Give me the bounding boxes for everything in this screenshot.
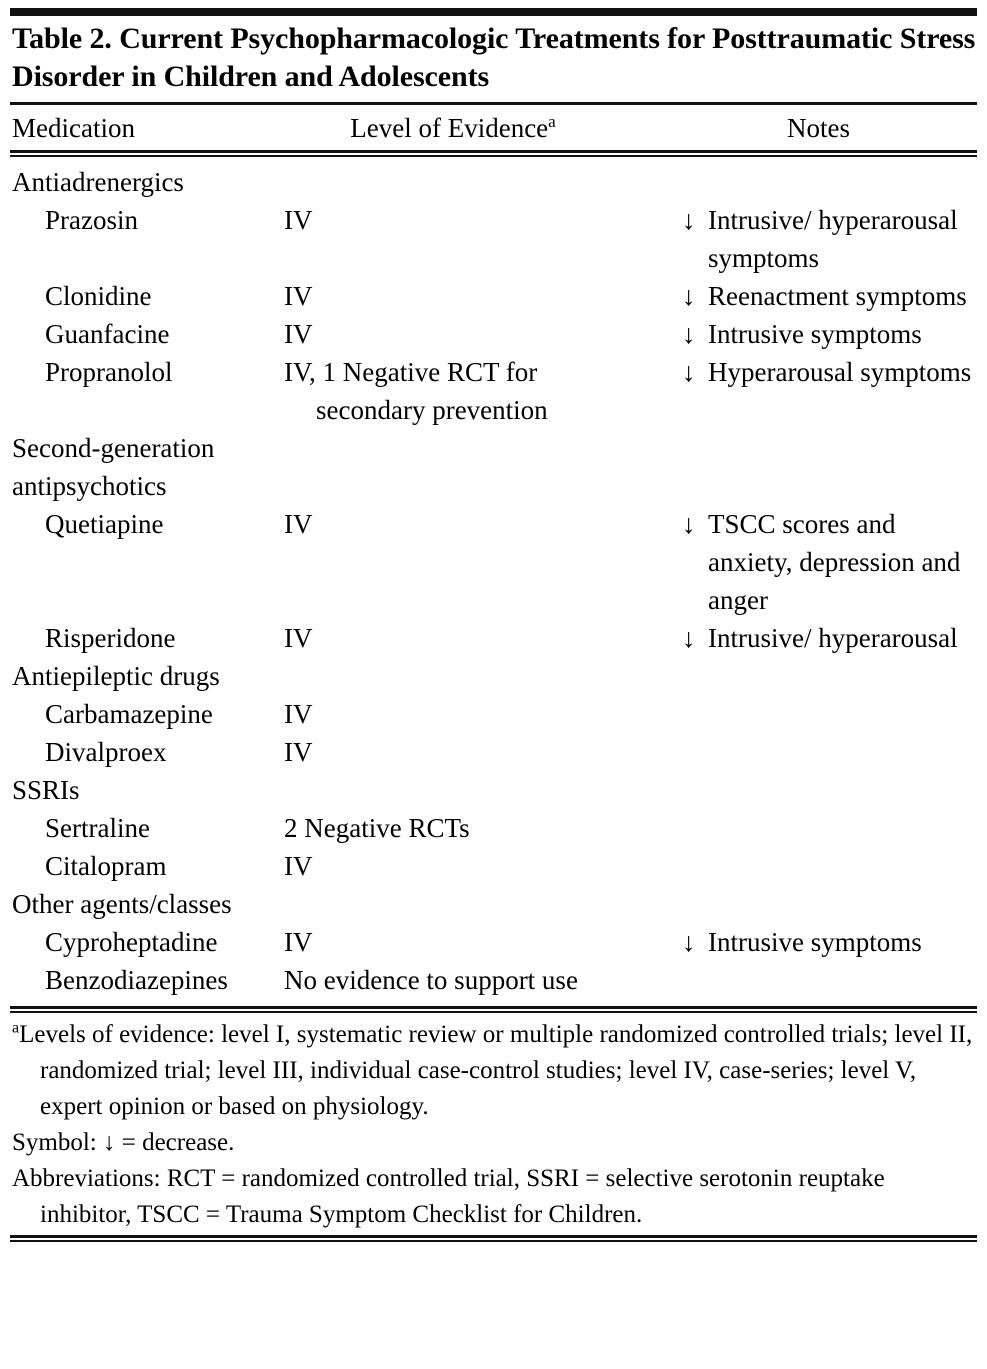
medication-name: Divalproex (45, 737, 167, 768)
note-text: Intrusive symptoms (708, 319, 922, 350)
evidence-level: IV (284, 699, 313, 730)
footnote-marker-a: a (12, 1019, 20, 1037)
drug-class-name: Second-generation antipsychotics (12, 433, 215, 502)
table-title: Table 2. Current Psychopharmacologic Tre… (12, 22, 976, 94)
note-cell: ↓ Intrusive/ hyperarousal symptoms (682, 201, 977, 277)
table-row: Divalproex IV (10, 733, 977, 771)
table-row: Risperidone IV ↓ Intrusive/ hyperarousal (10, 619, 977, 657)
medication-name: Clonidine (45, 281, 152, 312)
evidence-level: IV (284, 623, 313, 654)
drug-class-name: Antiepileptic drugs (12, 661, 220, 692)
medication-name: Quetiapine (45, 509, 164, 540)
table-footnotes: aLevels of evidence: level I, systematic… (10, 1013, 977, 1235)
table-row: Carbamazepine IV (10, 695, 977, 733)
table-row-class-header: Other agents/classes (10, 885, 977, 923)
column-header-notes: Notes (787, 112, 850, 143)
note-cell: ↓ Hyperarousal symptoms (682, 353, 977, 391)
evidence-level: IV (284, 319, 313, 350)
decrease-arrow-icon: ↓ (682, 623, 696, 654)
note-cell: ↓ Intrusive symptoms (682, 315, 977, 353)
evidence-level: IV (284, 737, 313, 768)
medication-name: Risperidone (45, 623, 176, 654)
medication-name: Prazosin (45, 205, 138, 236)
table-bottom-rule (10, 1235, 977, 1243)
table-row: Sertraline 2 Negative RCTs (10, 809, 977, 847)
table-row: Clonidine IV ↓ Reenactment symptoms (10, 277, 977, 315)
medication-name: Cyproheptadine (45, 927, 218, 958)
table-row-class-header: SSRIs (10, 771, 977, 809)
footnote-abbreviations: Abbreviations: RCT = randomized controll… (12, 1165, 885, 1229)
medication-name: Citalopram (45, 851, 167, 882)
column-header-evidence: Level of Evidencea (282, 110, 682, 146)
medication-name: Benzodiazepines (45, 965, 228, 996)
table-row: Benzodiazepines No evidence to support us… (10, 961, 977, 999)
drug-class-name: SSRIs (12, 775, 80, 806)
medication-name: Sertraline (45, 813, 150, 844)
note-cell: ↓ Intrusive symptoms (682, 923, 977, 961)
column-header-evidence-label: Level of Evidence (350, 112, 549, 143)
note-text: Intrusive/ hyperarousal symptoms (708, 205, 958, 274)
decrease-arrow-icon: ↓ (682, 319, 696, 350)
table-figure: Table 2. Current Psychopharmacologic Tre… (0, 8, 987, 1243)
header-bottom-rule (10, 150, 977, 158)
footnote-levels-of-evidence: aLevels of evidence: level I, systematic… (12, 1017, 977, 1125)
table-row: Prazosin IV ↓ Intrusive/ hyperarousal sympt… (10, 201, 977, 277)
decrease-arrow-icon: ↓ (682, 205, 696, 236)
note-text: TSCC scores and anxiety, depression and … (708, 509, 961, 616)
note-cell: ↓ TSCC scores and anxiety, depression and… (682, 505, 977, 619)
column-header-medication: Medication (12, 112, 135, 143)
evidence-level: IV (284, 509, 313, 540)
note-text: Reenactment symptoms (708, 281, 967, 312)
note-text: Intrusive/ hyperarousal (708, 623, 958, 654)
table-row-class-header: Antiepileptic drugs (10, 657, 977, 695)
drug-class-name: Other agents/classes (12, 889, 232, 920)
footnote-symbol: Symbol: ↓ = decrease. (12, 1129, 235, 1157)
decrease-arrow-icon: ↓ (682, 357, 696, 388)
evidence-level: No evidence to support use (284, 965, 578, 996)
footnote-levels-text: Levels of evidence: level I, systematic … (19, 1021, 973, 1121)
evidence-level: IV (284, 927, 313, 958)
evidence-level-continuation: secondary prevention (316, 395, 548, 426)
note-text: Intrusive symptoms (708, 927, 922, 958)
note-cell: ↓ Intrusive/ hyperarousal (682, 619, 977, 657)
table-row-class-header: Antiadrenergics (10, 163, 977, 201)
column-header-evidence-footnote-marker: a (548, 111, 556, 131)
evidence-level: IV (284, 851, 313, 882)
table-header-row: Medication Level of Evidencea Notes (10, 105, 977, 150)
note-text: Hyperarousal symptoms (708, 357, 972, 388)
decrease-arrow-icon: ↓ (682, 281, 696, 312)
table-row: Citalopram IV (10, 847, 977, 885)
decrease-arrow-icon: ↓ (682, 509, 696, 540)
evidence-level: IV (284, 281, 313, 312)
decrease-arrow-icon: ↓ (682, 927, 696, 958)
table-row-class-header: Second-generation antipsychotics (10, 429, 977, 505)
medication-name: Guanfacine (45, 319, 170, 350)
table-row: Quetiapine IV ↓ TSCC scores and anxiety, de… (10, 505, 977, 619)
medication-name: Propranolol (45, 357, 173, 388)
body-bottom-rule (10, 1006, 977, 1014)
note-cell: ↓ Reenactment symptoms (682, 277, 977, 315)
evidence-level: 2 Negative RCTs (284, 813, 470, 844)
table-row: Guanfacine IV ↓ Intrusive symptoms (10, 315, 977, 353)
drug-class-name: Antiadrenergics (12, 167, 184, 198)
table-row: Cyproheptadine IV ↓ Intrusive symptoms (10, 923, 977, 961)
medication-name: Carbamazepine (45, 699, 213, 730)
title-separator-rule (10, 101, 977, 105)
table-top-rule (10, 8, 977, 16)
evidence-level: IV (284, 205, 313, 236)
